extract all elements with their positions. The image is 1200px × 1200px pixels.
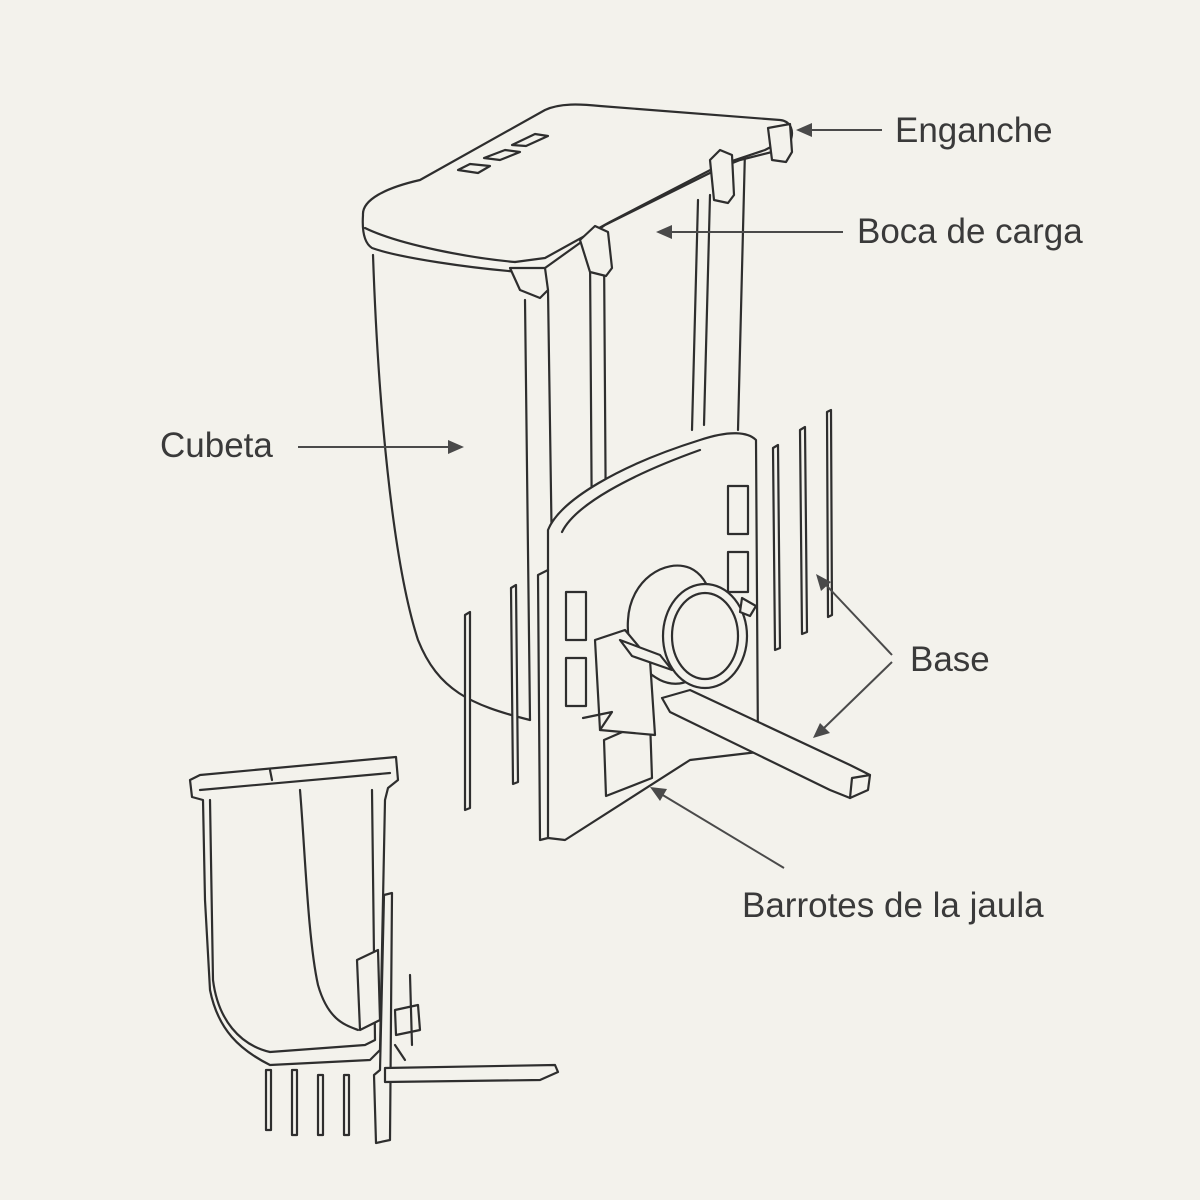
perch xyxy=(618,582,872,800)
label-enganche: Enganche xyxy=(895,111,1053,150)
label-base: Base xyxy=(910,640,990,679)
barrotes-leader xyxy=(650,787,785,869)
cubeta-leader xyxy=(298,440,464,454)
boca-leader xyxy=(656,225,843,239)
base-leader xyxy=(813,574,893,738)
cross-section xyxy=(188,755,560,1145)
label-cubeta: Cubeta xyxy=(160,426,273,465)
lid xyxy=(361,103,794,300)
label-boca-de-carga: Boca de carga xyxy=(857,212,1083,251)
enganche-leader xyxy=(796,123,882,137)
label-barrotes: Barrotes de la jaula xyxy=(742,886,1044,925)
cage-bars xyxy=(463,408,834,812)
